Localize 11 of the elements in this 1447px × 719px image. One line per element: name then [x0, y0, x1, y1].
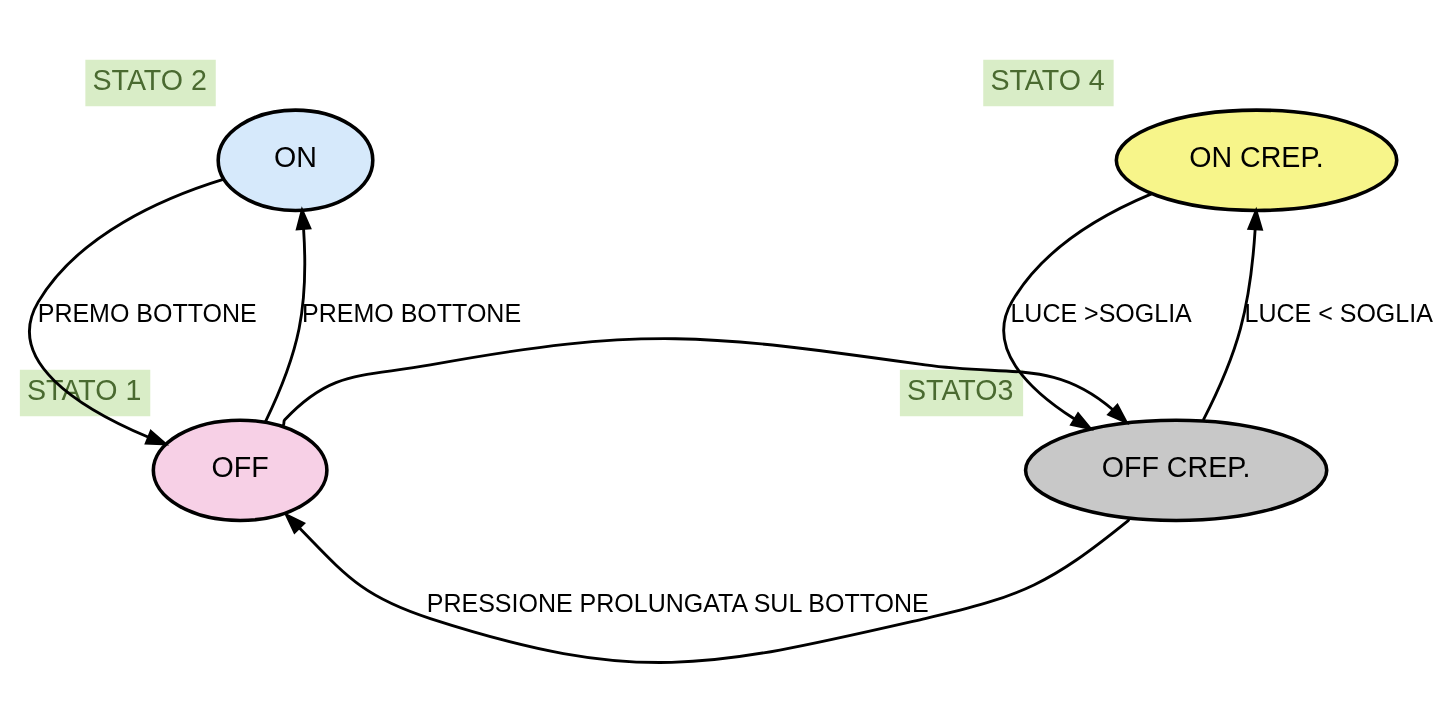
- edge-label: LUCE >SOGLIA: [1010, 298, 1192, 327]
- edge-label: PRESSIONE PROLUNGATA SUL BOTTONE: [426, 588, 929, 617]
- arrow: [283, 511, 1131, 664]
- edge-label: LUCE < SOGLIA: [1244, 298, 1433, 327]
- arrow: [264, 206, 312, 423]
- arrow: [1002, 192, 1153, 431]
- edge-label: PREMO BOTTONE: [302, 298, 522, 327]
- arrow: [28, 177, 225, 446]
- arrow: [281, 337, 1130, 427]
- arrow: [1201, 206, 1264, 421]
- edge-label: PREMO BOTTONE: [37, 298, 257, 327]
